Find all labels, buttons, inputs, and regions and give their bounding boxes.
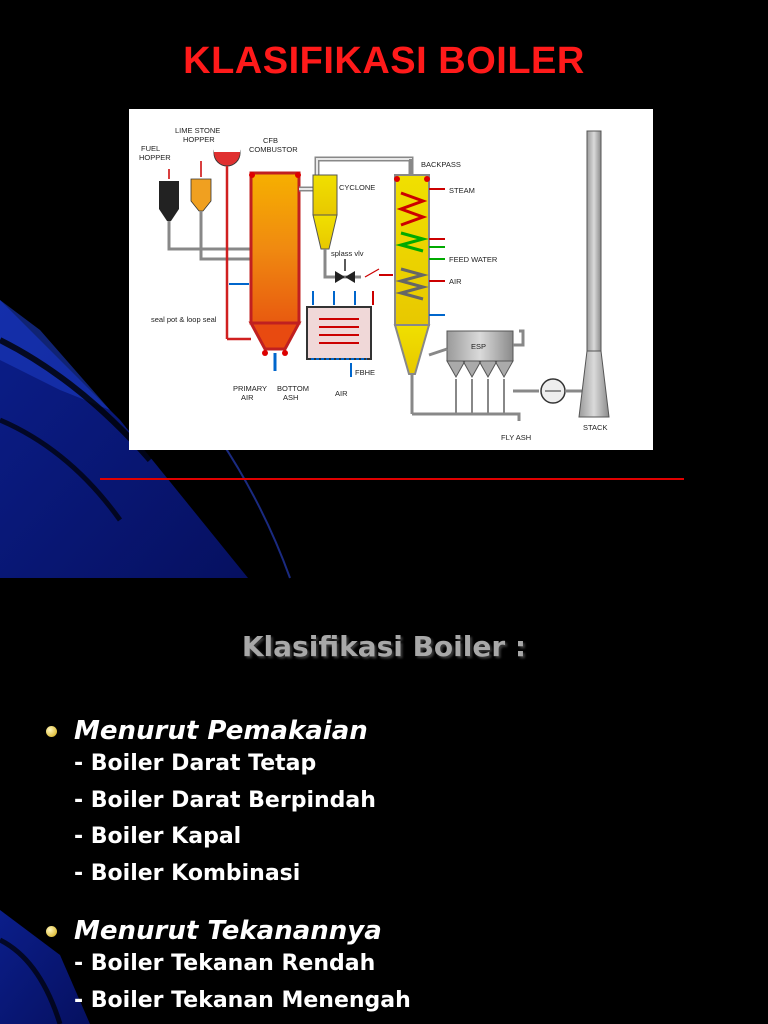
label-esp: ESP — [471, 342, 486, 351]
section-pemakaian: Menurut Pemakaian - Boiler Darat Tetap -… — [46, 716, 376, 892]
label-cfb-2: COMBUSTOR — [249, 145, 298, 154]
divider-line — [100, 478, 684, 480]
section-heading-text: Menurut Tekanannya — [74, 916, 382, 946]
label-fuel-hopper: FUEL — [141, 144, 160, 153]
bullet-icon — [46, 925, 57, 937]
label-steam: STEAM — [449, 186, 475, 195]
label-lime-stone-2: HOPPER — [183, 135, 215, 144]
label-seal-pot: seal pot & loop seal — [151, 315, 217, 324]
label-stack: STACK — [583, 423, 607, 432]
ash-line — [412, 379, 521, 421]
esp — [428, 329, 539, 393]
splash-valve — [323, 259, 380, 283]
label-backpass: BACKPASS — [421, 160, 461, 169]
cfb-combustor — [227, 171, 302, 371]
fan — [540, 378, 587, 404]
section-subtitle: Klasifikasi Boiler : — [241, 630, 527, 663]
label-fuel-hopper-2: HOPPER — [139, 153, 171, 162]
list-item: - Boiler Darat Tetap — [74, 751, 317, 776]
label-primary-air-2: AIR — [241, 393, 254, 402]
label-bottom-ash: BOTTOM — [277, 384, 309, 393]
fbhe — [306, 291, 374, 377]
list-item: - Boiler Tekanan Rendah — [74, 951, 376, 976]
backpass — [379, 159, 445, 414]
label-primary-air: PRIMARY — [233, 384, 267, 393]
label-cfb: CFB — [263, 136, 278, 145]
label-lime-stone: LIME STONE — [175, 126, 220, 135]
label-cyclone: CYCLONE — [339, 183, 375, 192]
section-heading: Menurut Pemakaian — [46, 716, 376, 746]
label-fbhe: FBHE — [355, 368, 375, 377]
label-bottom-ash-2: ASH — [283, 393, 298, 402]
steam-drum — [213, 139, 241, 339]
section-tekanan: Menurut Tekanannya - Boiler Tekanan Rend… — [46, 916, 411, 1019]
label-feed-water: FEED WATER — [449, 255, 498, 264]
list-item: - Boiler Kapal — [74, 824, 242, 849]
section-heading: Menurut Tekanannya — [46, 916, 411, 946]
cyclone — [312, 174, 338, 274]
label-air-right: AIR — [449, 277, 462, 286]
fuel-hopper — [159, 169, 279, 251]
list-item: - Boiler Tekanan Menengah — [74, 987, 411, 1013]
slide-title: KLASIFIKASI BOILER — [183, 40, 585, 82]
list-item: - Boiler Kombinasi — [74, 860, 301, 886]
label-air-bottom: AIR — [335, 389, 348, 398]
bullet-icon — [46, 725, 57, 737]
list-item: - Boiler Darat Berpindah — [74, 787, 376, 813]
label-splass-vlv: splass vlv — [331, 249, 364, 258]
label-fly-ash: FLY ASH — [501, 433, 531, 442]
cfb-boiler-diagram: FUEL HOPPER LIME STONE HOPPER CFB COMBUS… — [129, 109, 653, 450]
stack — [578, 130, 610, 418]
section-heading-text: Menurut Pemakaian — [74, 716, 368, 746]
